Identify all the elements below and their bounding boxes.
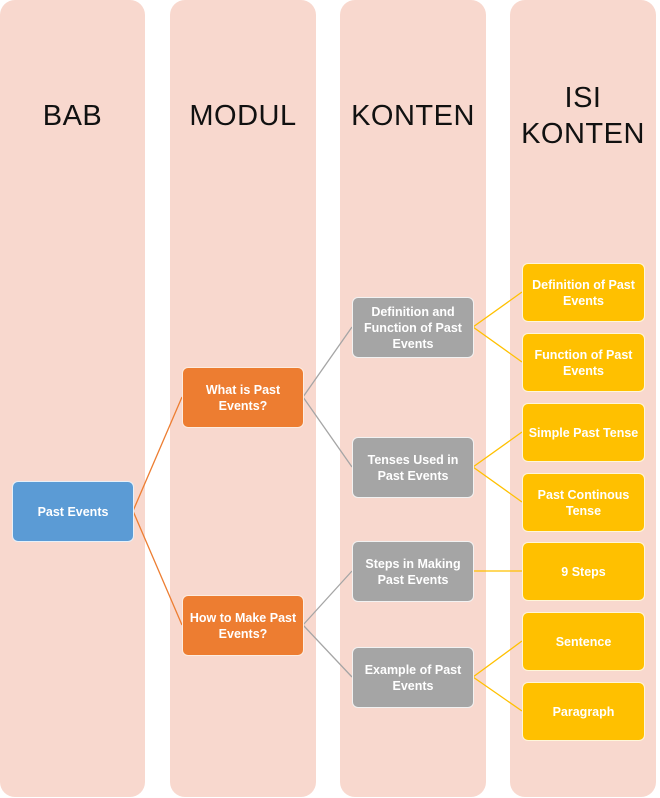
node-isi-sentence: Sentence: [522, 612, 645, 671]
node-label: Definition and Function of Past Events: [364, 304, 462, 351]
column-title-isi-konten-line-2: KONTEN: [521, 118, 645, 150]
link-konten4-to-isi-6: [472, 640, 523, 678]
node-konten-example: Example of Past Events: [352, 647, 474, 708]
node-konten-definition-and-function: Definition and Function of Past Events: [352, 297, 474, 358]
node-konten-steps-in-making: Steps in Making Past Events: [352, 541, 474, 602]
node-isi-past-continous-tense: Past Continous Tense: [522, 473, 645, 532]
node-label: 9 Steps: [561, 564, 606, 579]
node-isi-paragraph: Paragraph: [522, 682, 645, 741]
node-label: What is Past Events?: [205, 382, 281, 413]
node-label: Past Continous Tense: [537, 487, 630, 518]
link-modul1-to-konten-1: [302, 326, 353, 398]
node-modul-what-is-past-events: What is Past Events?: [182, 367, 304, 428]
node-label: How to Make Past Events?: [189, 610, 297, 641]
node-bab-past-events: Past Events: [12, 481, 134, 542]
column-title-konten: KONTEN: [351, 100, 475, 132]
link-konten1-to-isi-1: [472, 291, 523, 328]
column-title-modul: MODUL: [189, 100, 297, 132]
link-konten4-to-isi-7: [472, 676, 523, 712]
link-konten2-to-isi-3: [472, 431, 523, 468]
link-bab-to-modul-1: [132, 396, 183, 512]
node-label: Definition of Past Events: [532, 277, 635, 308]
column-title-bab: BAB: [42, 100, 103, 132]
node-isi-function-of-past-events: Function of Past Events: [522, 333, 645, 392]
node-label: Function of Past Events: [534, 347, 633, 378]
node-label: Simple Past Tense: [528, 425, 639, 440]
node-isi-definition-of-past-events: Definition of Past Events: [522, 263, 645, 322]
link-modul2-to-konten-3: [302, 570, 353, 626]
node-isi-9-steps: 9 Steps: [522, 542, 645, 601]
node-label: Steps in Making Past Events: [365, 556, 461, 587]
node-label: Tenses Used in Past Events: [367, 452, 459, 483]
link-konten2-to-isi-4: [472, 466, 523, 503]
node-label: Past Events: [37, 504, 109, 519]
node-label: Sentence: [555, 634, 612, 649]
link-konten1-to-isi-2: [472, 326, 523, 363]
link-modul1-to-konten-2: [302, 396, 353, 468]
link-bab-to-modul-2: [132, 510, 183, 626]
column-title-isi-konten: ISI KONTEN: [510, 80, 656, 152]
node-isi-simple-past-tense: Simple Past Tense: [522, 403, 645, 462]
link-modul2-to-konten-4: [302, 624, 353, 678]
node-label: Paragraph: [552, 704, 615, 719]
node-konten-tenses-used: Tenses Used in Past Events: [352, 437, 474, 498]
column-bab: BAB: [0, 0, 145, 797]
node-modul-how-to-make-past-events: How to Make Past Events?: [182, 595, 304, 656]
node-label: Example of Past Events: [364, 662, 462, 693]
column-title-isi-konten-line-1: ISI: [564, 82, 602, 114]
